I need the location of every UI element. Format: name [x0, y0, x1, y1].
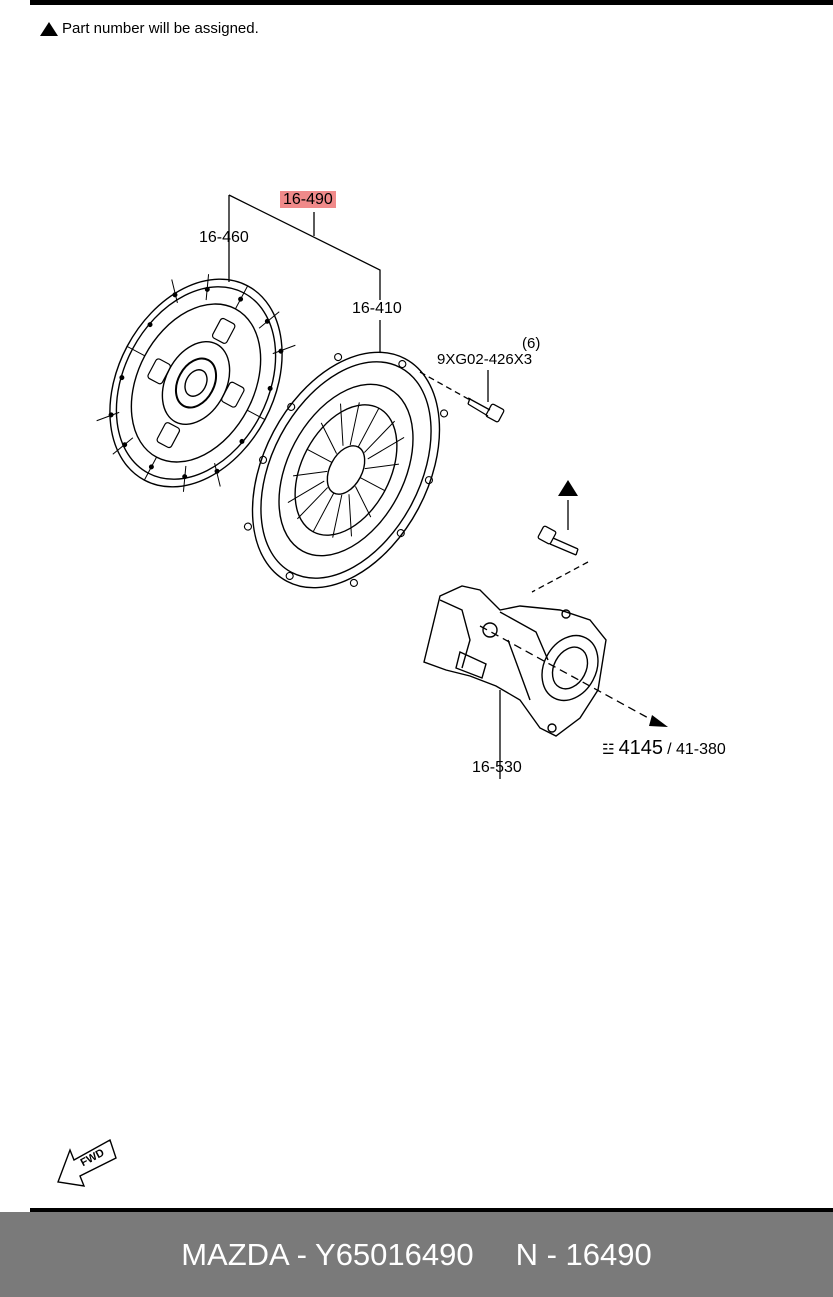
upper-dashed-line: [531, 561, 589, 593]
book-icon: ☳: [602, 741, 615, 757]
reference-main: 4145: [618, 737, 664, 759]
assembly-callout: 16-490: [280, 191, 336, 209]
assembly-leader-line: [228, 194, 381, 300]
clutch-disc: [96, 274, 296, 492]
axis-dashed-line: [479, 625, 653, 721]
cover-bolt: [467, 397, 505, 423]
release-bearing-assembly: [423, 585, 607, 737]
assigned-part-triangle-icon: [558, 480, 578, 496]
triangle-marker-icon: [40, 21, 58, 36]
bolt-part-number[interactable]: 9XG02-426X3: [437, 351, 533, 368]
bolt-quantity: (6): [522, 335, 541, 352]
fwd-arrow-icon: [57, 1138, 117, 1187]
footer-brand-part: MAZDA - Y65016490: [181, 1236, 474, 1272]
top-rule: [30, 0, 833, 5]
footer-bar: MAZDA - Y65016490 N - 16490: [0, 1212, 833, 1297]
assembly-part-number[interactable]: 16-490: [280, 191, 336, 208]
reference-arrow-icon: [649, 715, 668, 727]
note-text: Part number will be assigned.: [62, 20, 259, 37]
bolt-dashed-line: [419, 371, 471, 401]
clutch-cover: [243, 351, 449, 589]
release-part-number[interactable]: 16-530: [472, 759, 522, 776]
bottom-rule: [30, 1208, 833, 1212]
release-bearing-bolt: [537, 525, 579, 556]
footer-ref: N - 16490: [515, 1236, 652, 1272]
cover-part-number[interactable]: 16-410: [352, 300, 402, 317]
reference-link[interactable]: ☳ 4145 / 41-380: [602, 737, 726, 760]
reference-sub: / 41-380: [667, 741, 726, 758]
disc-part-number[interactable]: 16-460: [199, 229, 249, 246]
part-number-note: Part number will be assigned.: [40, 20, 259, 37]
